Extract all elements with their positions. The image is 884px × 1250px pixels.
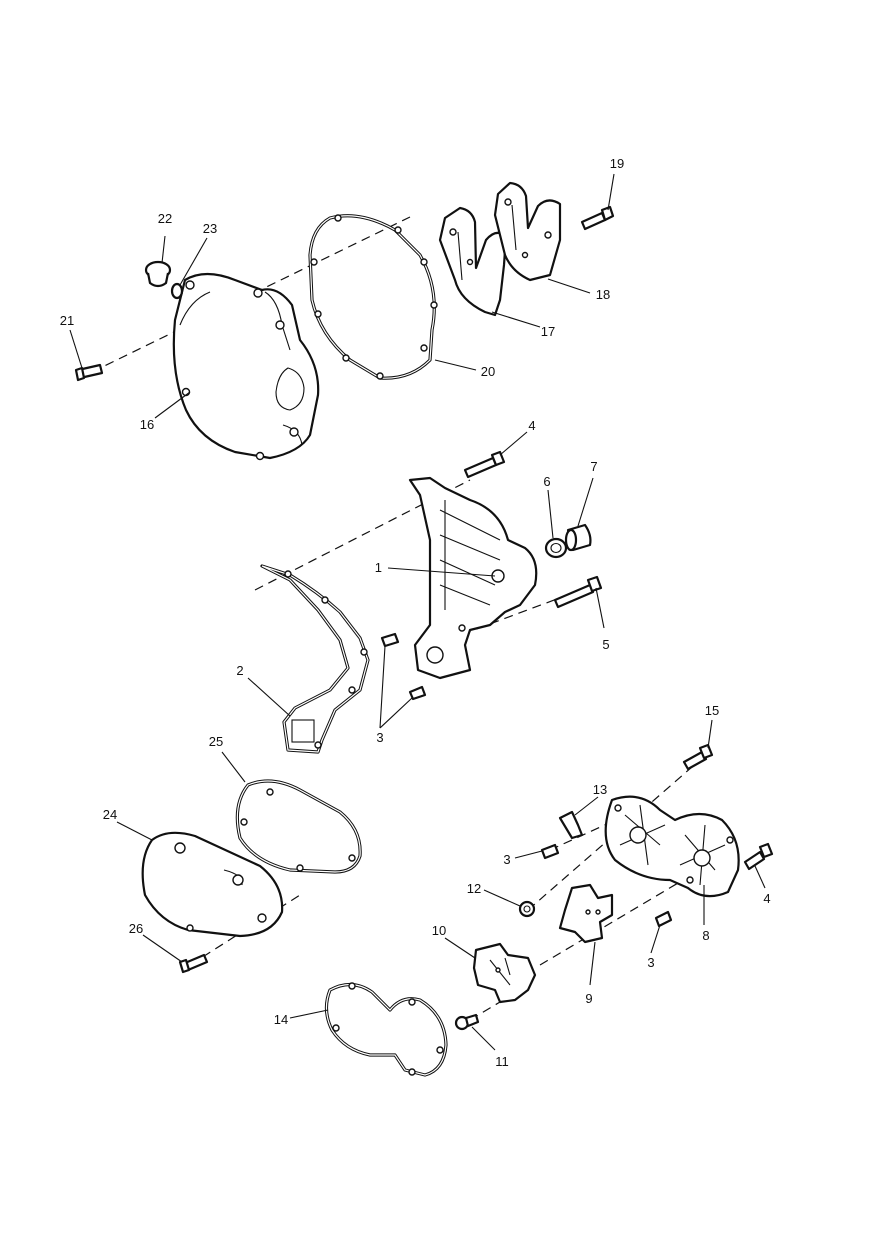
label-10: 10 — [432, 923, 446, 938]
label-16: 16 — [140, 417, 154, 432]
bolt-11 — [454, 1013, 480, 1031]
label-3c: 3 — [647, 955, 654, 970]
bolt-26 — [178, 953, 209, 974]
label-13: 13 — [593, 782, 607, 797]
elbow-13 — [558, 810, 584, 840]
label-18: 18 — [596, 287, 610, 302]
bearing-6 — [544, 537, 568, 559]
gasket-14 — [324, 982, 448, 1077]
label-3b: 3 — [503, 852, 510, 867]
rotor-9 — [558, 883, 614, 944]
dowels-3-middle — [380, 632, 427, 701]
label-22: 22 — [158, 211, 172, 226]
label-6: 6 — [543, 474, 550, 489]
bolt-15 — [682, 743, 714, 771]
leader-lines — [69, 173, 766, 1051]
label-4a: 4 — [528, 418, 535, 433]
label-5: 5 — [602, 637, 609, 652]
label-26: 26 — [129, 921, 143, 936]
label-2: 2 — [236, 663, 243, 678]
label-14: 14 — [274, 1012, 288, 1027]
label-20: 20 — [481, 364, 495, 379]
rotor-10 — [472, 942, 537, 1004]
label-12: 12 — [467, 881, 481, 896]
gasket-2 — [260, 564, 370, 754]
label-19: 19 — [610, 156, 624, 171]
bracket-18 — [493, 181, 562, 282]
nut-12 — [518, 900, 536, 918]
label-3a: 3 — [376, 730, 383, 745]
label-25: 25 — [209, 734, 223, 749]
label-1: 1 — [375, 560, 382, 575]
bolt-4-lower — [743, 842, 774, 871]
bolt-19 — [580, 205, 615, 231]
cover-24 — [141, 831, 284, 938]
label-8: 8 — [702, 928, 709, 943]
gasket-20 — [308, 214, 438, 380]
bolt-5 — [553, 575, 603, 609]
label-7: 7 — [590, 459, 597, 474]
bolt-4-upper — [463, 450, 506, 479]
label-23: 23 — [203, 221, 217, 236]
label-11: 11 — [495, 1054, 509, 1069]
housing-1 — [408, 476, 538, 680]
label-9: 9 — [585, 991, 592, 1006]
bolt-21 — [74, 363, 104, 382]
dowel-3-lower-right — [654, 910, 673, 928]
label-17: 17 — [541, 324, 555, 339]
bracket-17 — [438, 206, 508, 317]
o-ring-23 — [170, 282, 184, 300]
label-24: 24 — [103, 807, 117, 822]
dowel-3-lower-left — [540, 843, 560, 860]
gasket-25 — [235, 779, 362, 874]
label-21: 21 — [60, 313, 74, 328]
timing-cover-16 — [172, 272, 320, 461]
callout-labels: 1 2 3 3 3 4 4 5 6 7 8 9 10 11 12 13 14 1… — [60, 156, 771, 1069]
pump-body-8 — [604, 795, 740, 898]
label-4b: 4 — [763, 891, 770, 906]
plug-22 — [144, 260, 172, 288]
bush-7 — [564, 523, 592, 552]
label-15: 15 — [705, 703, 719, 718]
